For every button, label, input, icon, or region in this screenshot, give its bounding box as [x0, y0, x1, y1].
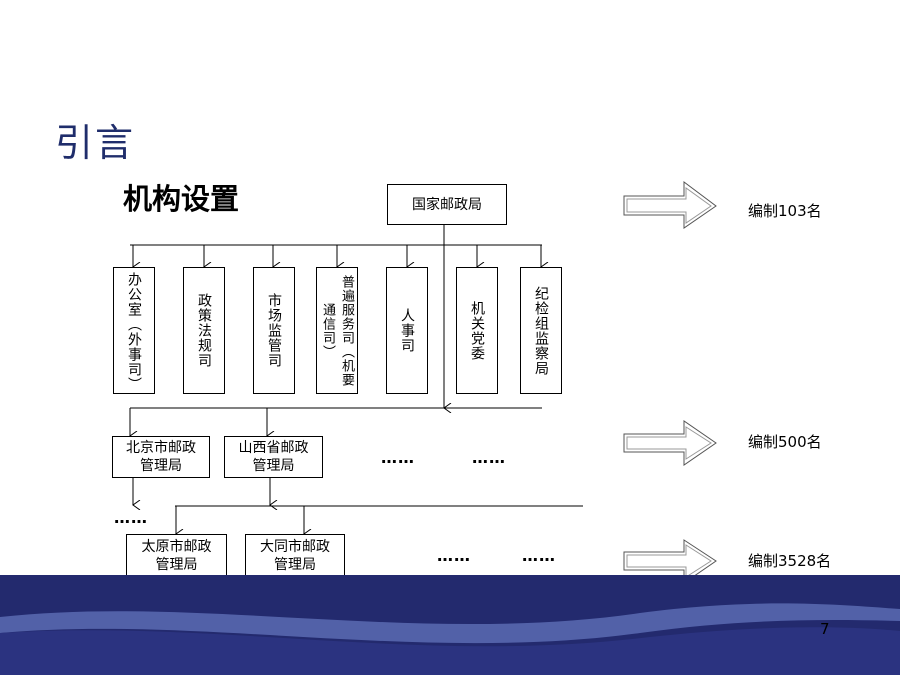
ellipsis: ……: [381, 448, 415, 467]
footer-wave-band: [0, 575, 900, 675]
ellipsis: ……: [522, 546, 556, 565]
dept-node-label: 人事司: [399, 308, 415, 353]
node-label: 太原市邮政: [141, 538, 212, 555]
quota-national: 编制103名: [748, 202, 822, 220]
ellipsis: ……: [472, 448, 506, 467]
node-label: 管理局: [140, 458, 182, 474]
root-node-label: 国家邮政局: [412, 196, 482, 213]
dept-node: 人事司: [386, 267, 428, 394]
city-node-datong: 大同市邮政 管理局: [245, 534, 345, 577]
dept-node: 市场监管司: [253, 267, 295, 394]
provincial-node-beijing: 北京市邮政 管理局: [112, 436, 210, 478]
dept-node: 纪检组监察局: [520, 267, 562, 394]
ellipsis: ……: [437, 546, 471, 565]
node-label: 山西省邮政: [238, 440, 309, 456]
dept-node-label: 政策法规司: [196, 293, 212, 368]
ellipsis: ……: [114, 508, 148, 527]
dept-node: 政策法规司: [183, 267, 225, 394]
block-arrows: [623, 181, 717, 584]
dept-node: 机关党委: [456, 267, 498, 394]
page-number: 7: [820, 620, 830, 638]
node-label: 管理局: [252, 458, 295, 474]
dept-node: 办公室（外事司）: [113, 267, 155, 394]
root-node: 国家邮政局: [387, 184, 507, 225]
dept-node-label: 办公室（外事司）: [126, 272, 142, 392]
dept-node: 普遍服务司（机要通信司）: [316, 267, 358, 394]
city-node-taiyuan: 太原市邮政 管理局: [126, 534, 227, 577]
section-subtitle: 机构设置: [123, 182, 240, 216]
node-label: 管理局: [155, 556, 198, 573]
node-label: 大同市邮政: [260, 538, 330, 555]
node-label: 管理局: [274, 556, 316, 573]
slide-title: 引言: [55, 121, 136, 165]
node-label: 北京市邮政: [126, 440, 196, 456]
provincial-node-shanxi: 山西省邮政 管理局: [224, 436, 323, 478]
dept-node-label: 普遍服务司（机要通信司）: [320, 274, 354, 387]
dept-node-label: 纪检组监察局: [533, 285, 549, 376]
dept-node-label: 机关党委: [469, 300, 485, 361]
quota-provincial: 编制500名: [748, 433, 822, 451]
dept-node-label: 市场监管司: [266, 293, 282, 368]
quota-city: 编制3528名: [748, 552, 832, 570]
